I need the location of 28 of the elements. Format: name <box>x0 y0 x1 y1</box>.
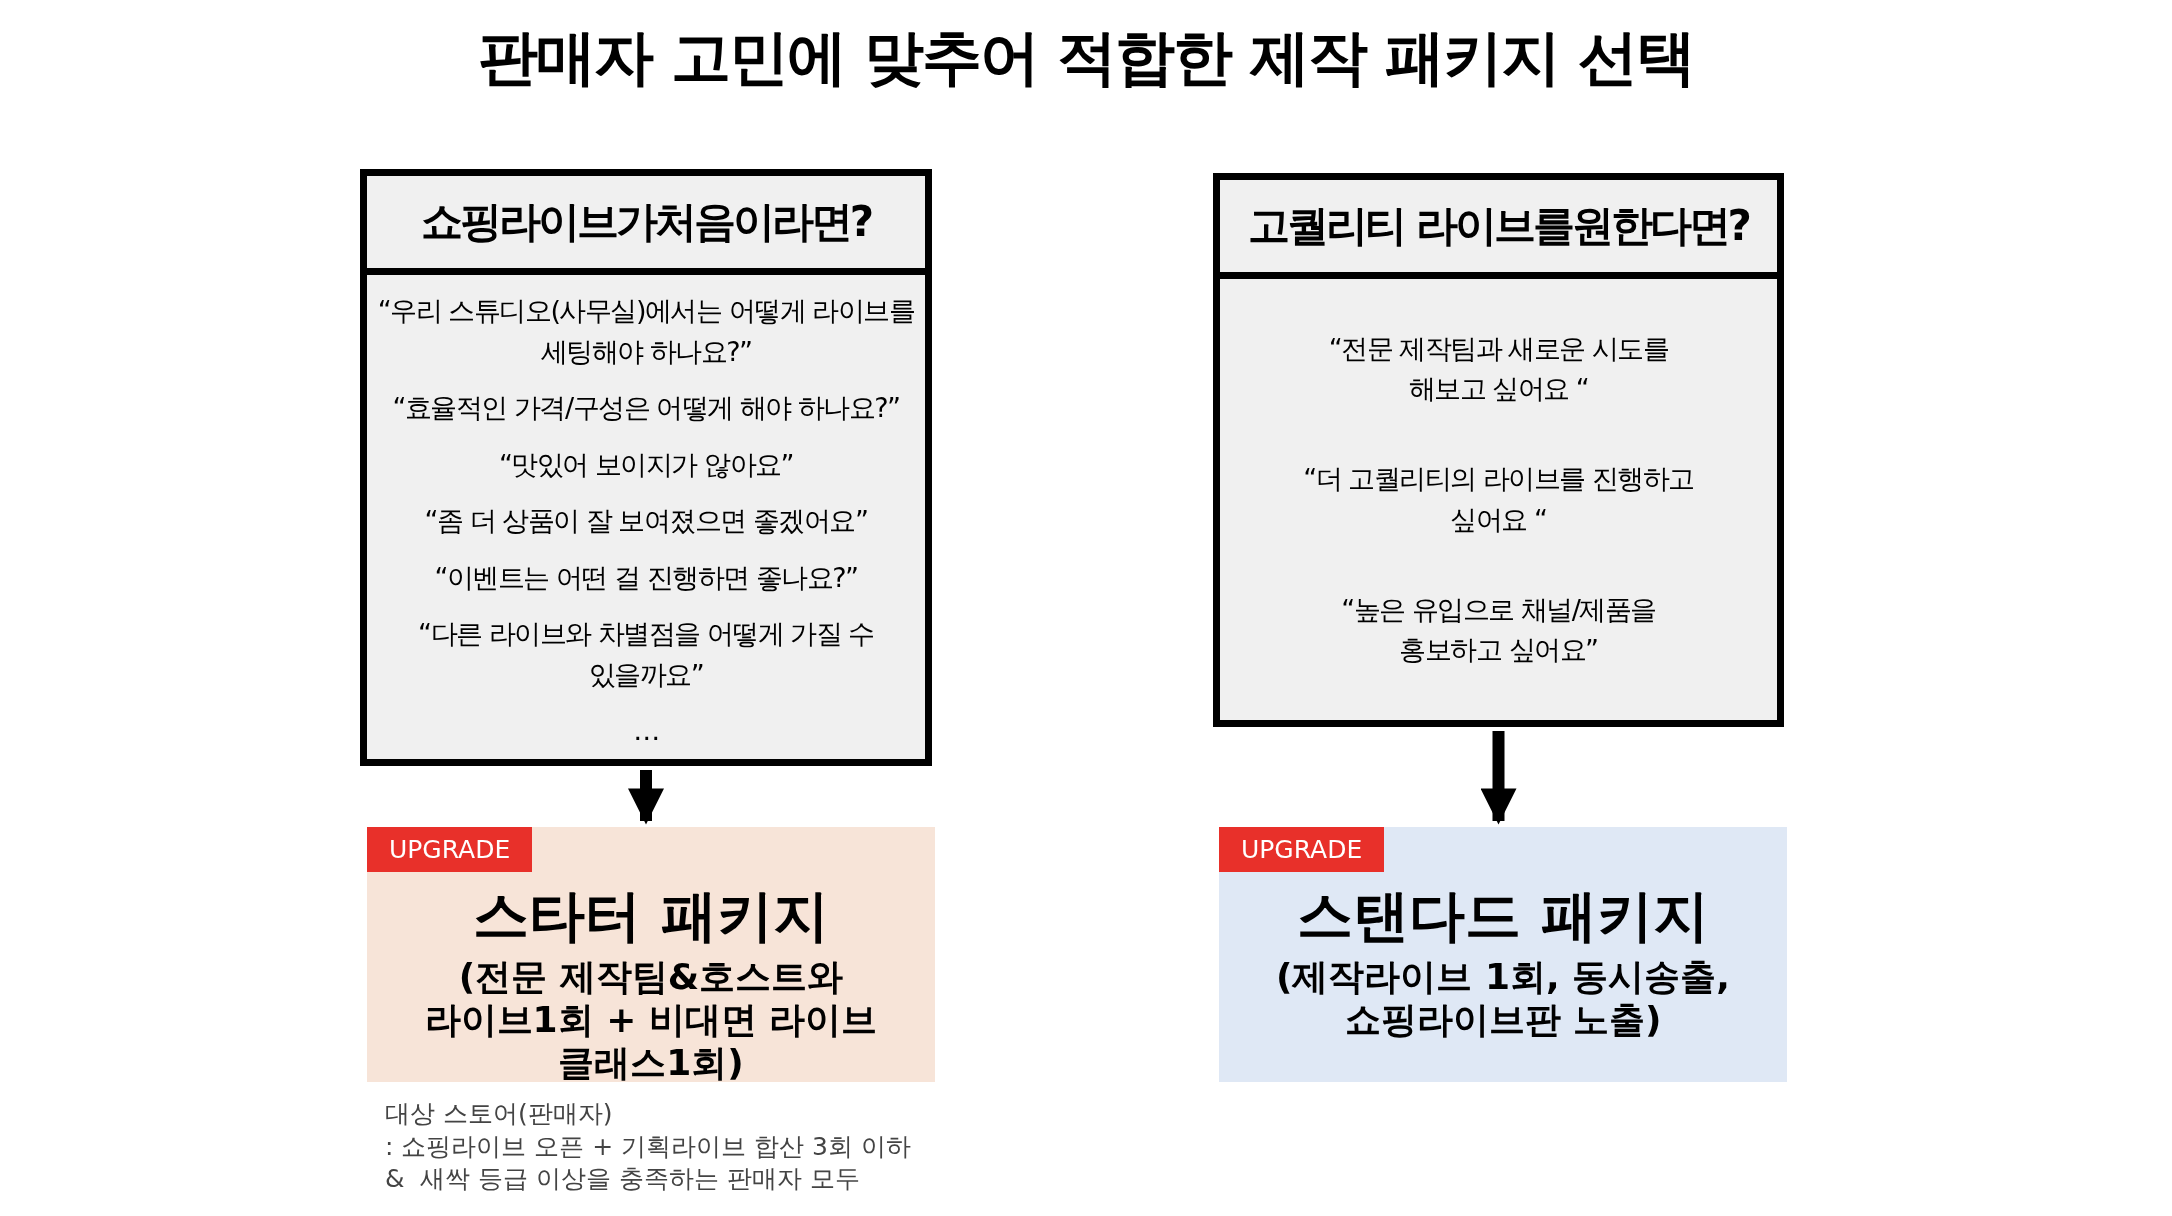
upgrade-badge: UPGRADE <box>1219 827 1385 872</box>
down-arrow <box>628 770 664 825</box>
quote-text: “높은 유입으로 채널/제품을 홍보하고 싶어요” <box>1340 592 1657 667</box>
quote-text: “전문 제작팀과 새로운 시도를 해보고 싶어요 “ <box>1327 331 1670 406</box>
package-title: 스탠다드 패키지 <box>1297 882 1709 950</box>
package-card <box>1219 827 1787 1082</box>
quote-text: “맛있어 보이지가 않아요” <box>498 447 794 482</box>
quote-text: “다른 라이브와 차별점을 어떻게 가질 수 있을까요” <box>417 617 875 692</box>
quote-text: “좀 더 상품이 잘 보여졌으면 좋겠어요” <box>424 504 868 538</box>
quote-text: “우리 스튜디오(사무실)에서는 어떻게 라이브를 세팅해야 하나요?” <box>376 294 916 369</box>
quote-text: “효율적인 가격/구성은 어떻게 해야 하나요?” <box>392 391 900 425</box>
quote-text: “더 고퀄리티의 라이브를 진행하고 싶어요 “ <box>1302 462 1695 537</box>
package-card <box>367 827 935 1082</box>
quote-text: “이벤트는 어떤 걸 진행하면 좋나요?” <box>434 560 858 595</box>
note-text: : 쇼핑라이브 오픈 + 기획라이브 합산 3회 이하 <box>385 1130 911 1163</box>
package-title: 스타터 패키지 <box>473 882 829 950</box>
note-text: & 새싹 등급 이상을 충족하는 판매자 모두 <box>385 1163 862 1195</box>
note-text: 대상 스토어(판매자) <box>385 1098 614 1130</box>
question-box <box>1213 173 1784 727</box>
quote-text: … <box>633 714 659 748</box>
question-heading: 고퀄리티 라이브를원한다면? <box>1220 180 1777 279</box>
down-arrow <box>1480 731 1517 825</box>
question-box <box>360 169 932 766</box>
package-description: (제작라이브 1회, 동시송출, 쇼핑라이브판 노출) <box>1275 955 1731 1042</box>
question-heading: 쇼핑라이브가처음이라면? <box>367 176 925 275</box>
title: 판매자 고민에 맞추어 적합한 제작 패키지 선택 <box>477 21 1695 94</box>
package-description: (전문 제작팀&호스트와 라이브1회 + 비대면 라이브 클래스1회) <box>423 955 879 1085</box>
upgrade-badge: UPGRADE <box>367 827 533 872</box>
